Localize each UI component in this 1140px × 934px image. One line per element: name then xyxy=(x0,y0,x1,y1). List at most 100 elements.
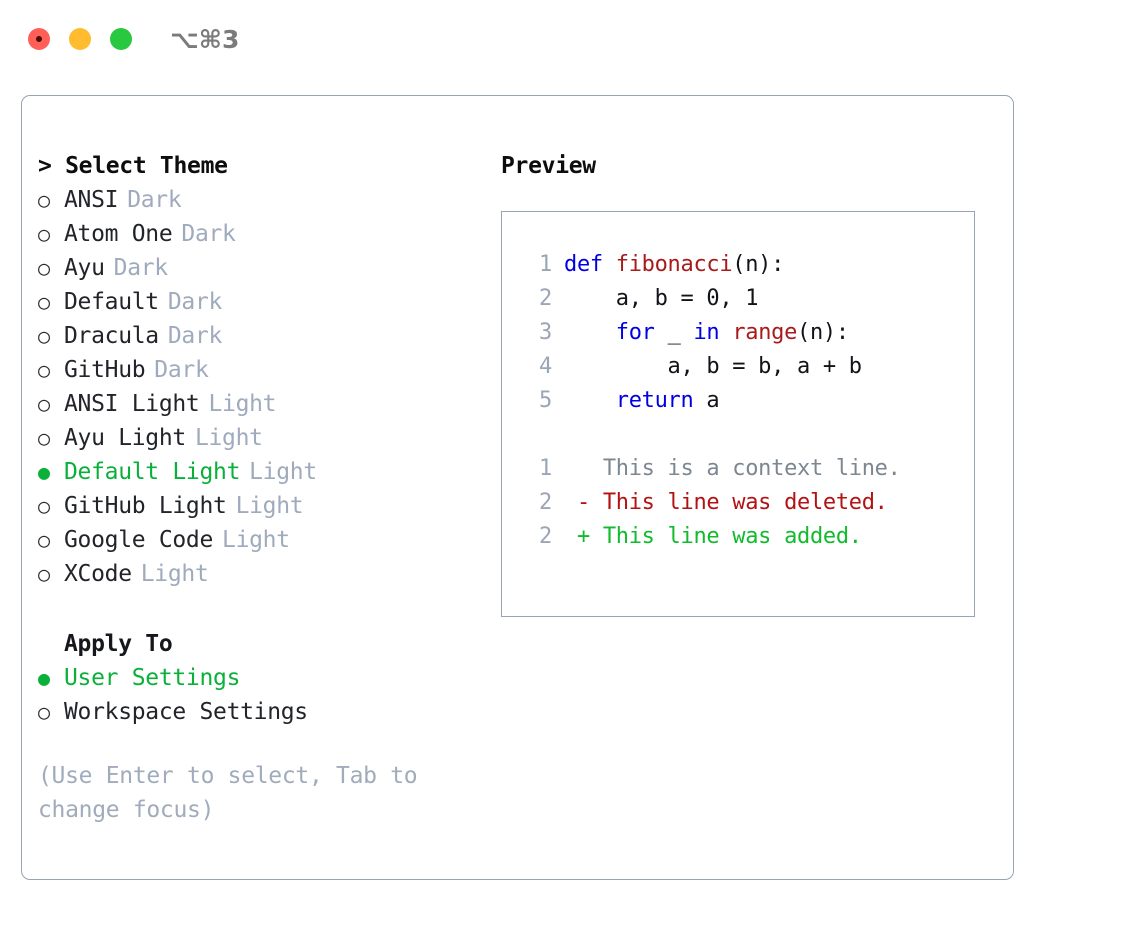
theme-variant-tag: Light xyxy=(222,527,290,553)
theme-option-label: Dracula xyxy=(64,323,159,349)
token-plain xyxy=(564,388,616,413)
theme-variant-tag: Dark xyxy=(127,187,182,213)
theme-option-label: ANSI xyxy=(64,187,119,213)
apply-to-option-label: Workspace Settings xyxy=(64,699,308,725)
theme-option-label: Atom One xyxy=(64,221,173,247)
code-line-text: a, b = 0, 1 xyxy=(564,282,759,316)
code-line-row: 5 return a xyxy=(522,384,974,418)
theme-option-label: Ayu Light xyxy=(64,425,186,451)
token-kw: in xyxy=(693,320,720,345)
code-diff-separator xyxy=(522,418,974,452)
token-kw: for xyxy=(615,320,655,345)
line-number: 5 xyxy=(539,388,552,413)
line-number: 3 xyxy=(539,320,552,345)
line-number: 2 xyxy=(539,490,552,515)
window-titlebar: ⌥⌘3 xyxy=(0,0,1140,78)
token-kw: return xyxy=(615,388,694,413)
token-fn: fibonacci xyxy=(615,252,733,277)
theme-option-9[interactable]: ○ GitHub Light Light xyxy=(38,489,468,523)
hint-spacer xyxy=(38,729,468,759)
theme-option-label: ANSI Light xyxy=(64,391,200,417)
theme-variant-tag: Dark xyxy=(154,357,209,383)
apply-to-heading: Apply To xyxy=(64,631,173,657)
radio-unselected-icon: ○ xyxy=(38,494,50,518)
radio-unselected-icon: ○ xyxy=(38,392,50,416)
theme-variant-tag: Dark xyxy=(181,221,236,247)
line-number: 1 xyxy=(539,456,552,481)
radio-unselected-icon: ○ xyxy=(38,188,50,212)
preview-heading: Preview xyxy=(501,153,596,179)
diff-line-text: This is a context line. xyxy=(564,452,901,486)
token-plain xyxy=(719,320,732,345)
token-ctx: This is a context line. xyxy=(564,456,901,481)
code-line-text: a, b = b, a + b xyxy=(564,350,863,384)
theme-variant-tag: Dark xyxy=(167,289,223,315)
token-plain: a, b = b, a + b xyxy=(564,354,863,379)
theme-variant-tag: Light xyxy=(235,493,304,519)
code-line-row: 2 a, b = 0, 1 xyxy=(522,282,974,316)
token-kw: def xyxy=(564,252,616,277)
theme-option-label: Default xyxy=(64,289,159,315)
theme-option-0[interactable]: ○ ANSI Dark xyxy=(38,183,468,217)
token-plain: (n): xyxy=(732,252,785,277)
close-button-icon[interactable] xyxy=(28,28,50,50)
theme-option-label: Default Light xyxy=(64,459,241,485)
line-number: 4 xyxy=(539,354,552,379)
apply-to-option-label: User Settings xyxy=(64,665,241,691)
radio-unselected-icon: ○ xyxy=(38,324,50,348)
theme-variant-tag: Dark xyxy=(113,255,169,281)
diff-line-row: 2 + This line was added. xyxy=(522,520,974,554)
radio-unselected-icon: ○ xyxy=(38,700,50,724)
minimize-button-icon[interactable] xyxy=(69,28,91,50)
code-line-row: 4 a, b = b, a + b xyxy=(522,350,974,384)
radio-selected-icon: ● xyxy=(38,666,50,690)
theme-option-label: Google Code xyxy=(64,527,214,553)
theme-option-label: GitHub Light xyxy=(64,493,227,519)
keyboard-shortcut-label: ⌥⌘3 xyxy=(170,24,240,54)
code-line-text: for _ in range(n): xyxy=(564,316,849,350)
theme-option-4[interactable]: ○ Dracula Dark xyxy=(38,319,468,353)
token-fn: range xyxy=(732,320,798,345)
zoom-button-icon[interactable] xyxy=(110,28,132,50)
theme-option-3[interactable]: ○ Default Dark xyxy=(38,285,468,319)
token-plain: a xyxy=(693,388,720,413)
apply-to-option-0[interactable]: ● User Settings xyxy=(38,661,468,695)
radio-unselected-icon: ○ xyxy=(38,290,50,314)
section-spacer xyxy=(38,591,468,627)
theme-option-7[interactable]: ○ Ayu Light Light xyxy=(38,421,468,455)
traffic-lights xyxy=(28,28,132,50)
theme-variant-tag: Light xyxy=(194,425,263,451)
theme-variant-tag: Light xyxy=(249,459,317,485)
apply-to-option-1[interactable]: ○ Workspace Settings xyxy=(38,695,468,729)
line-number: 2 xyxy=(539,286,552,311)
theme-option-label: XCode xyxy=(64,561,132,587)
theme-option-label: GitHub xyxy=(64,357,146,383)
diff-line-text: - This line was deleted. xyxy=(564,486,888,520)
radio-unselected-icon: ○ xyxy=(38,562,50,586)
theme-variant-tag: Light xyxy=(140,561,209,587)
select-theme-heading: > Select Theme xyxy=(38,153,228,179)
radio-unselected-icon: ○ xyxy=(38,256,50,280)
token-plain xyxy=(564,320,616,345)
code-line-text: def fibonacci(n): xyxy=(564,248,784,282)
theme-variant-tag: Dark xyxy=(167,323,223,349)
token-add: + This line was added. xyxy=(564,524,862,549)
theme-option-2[interactable]: ○ Ayu Dark xyxy=(38,251,468,285)
diff-line-row: 2 - This line was deleted. xyxy=(522,486,974,520)
token-del: - This line was deleted. xyxy=(564,490,888,515)
theme-option-label: Ayu xyxy=(64,255,105,281)
theme-option-11[interactable]: ○ XCode Light xyxy=(38,557,468,591)
radio-unselected-icon: ○ xyxy=(38,426,50,450)
diff-line-row: 1 This is a context line. xyxy=(522,452,974,486)
